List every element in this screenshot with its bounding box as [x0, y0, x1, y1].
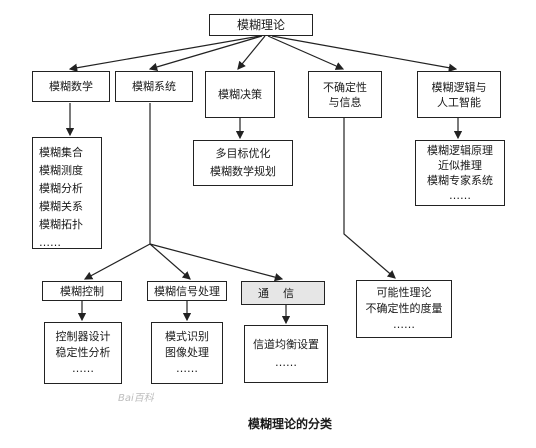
details-fuzzy-control: 控制器设计 稳定性分析 …… [44, 322, 122, 384]
details-fuzzy-decision: 多目标优化 模糊数学规划 [193, 140, 293, 186]
uncertainty-line-2: 与信息 [328, 95, 362, 109]
logic-line-1: 模糊逻辑与 [431, 80, 487, 94]
diagram-caption: 模糊理论的分类 [247, 417, 332, 431]
communication-label: 通信 [258, 286, 308, 300]
control-detail-2: 稳定性分析 [55, 346, 111, 359]
fuzzy-control-label: 模糊控制 [60, 284, 104, 298]
edge-root-system [148, 35, 263, 71]
decision-detail-2: 模糊数学规划 [210, 165, 276, 178]
math-detail-6: …… [39, 236, 61, 249]
details-fuzzy-signal: 模式识别 图像处理 …… [151, 322, 223, 384]
node-fuzzy-decision: 模糊决策 [205, 71, 275, 118]
math-detail-1: 模糊集合 [39, 146, 83, 159]
uncertainty-detail-1: 可能性理论 [376, 286, 432, 299]
details-fuzzy-logic: 模糊逻辑原理 近似推理 模糊专家系统 …… [415, 140, 505, 206]
root-label: 模糊理论 [236, 17, 285, 32]
edge-root-uncertainty [267, 35, 345, 70]
uncertainty-detail-3: …… [393, 318, 415, 331]
edge-system-control [83, 243, 151, 280]
math-detail-2: 模糊测度 [39, 164, 83, 177]
logic-detail-4: …… [449, 189, 471, 202]
math-detail-4: 模糊关系 [39, 200, 83, 213]
node-fuzzy-signal-processing: 模糊信号处理 [147, 281, 227, 301]
edge-root-math [68, 35, 261, 72]
edge-system-signal [149, 243, 191, 280]
uncertainty-line-1: 不确定性 [323, 80, 367, 94]
node-uncertainty-information: 不确定性 与信息 [308, 71, 382, 118]
logic-line-2: 人工智能 [437, 95, 481, 109]
signal-detail-3: …… [176, 362, 198, 375]
logic-detail-1: 模糊逻辑原理 [427, 144, 493, 157]
watermark: Bai百科 [118, 393, 154, 404]
node-fuzzy-system: 模糊系统 [115, 71, 193, 102]
fuzzy-signal-label: 模糊信号处理 [154, 284, 220, 298]
signal-detail-2: 图像处理 [165, 346, 209, 359]
edge-root-decision [237, 35, 266, 70]
fuzzy-system-label: 模糊系统 [132, 80, 176, 93]
decision-detail-1: 多目标优化 [215, 147, 271, 160]
communication-detail-2: …… [275, 356, 297, 369]
node-fuzzy-math: 模糊数学 [32, 71, 110, 102]
edge-uncertainty-details [343, 118, 396, 279]
edge-system-communication [149, 243, 284, 282]
control-detail-3: …… [72, 362, 94, 375]
node-fuzzy-logic-ai: 模糊逻辑与 人工智能 [417, 71, 501, 118]
edge-root-logic [271, 35, 458, 72]
uncertainty-detail-2: 不确定性的度量 [365, 302, 443, 315]
node-fuzzy-control: 模糊控制 [42, 281, 122, 301]
fuzzy-decision-label: 模糊决策 [218, 88, 262, 101]
logic-detail-2: 近似推理 [438, 159, 482, 172]
logic-detail-3: 模糊专家系统 [427, 174, 493, 187]
math-detail-3: 模糊分析 [39, 182, 83, 195]
control-detail-1: 控制器设计 [55, 330, 111, 343]
math-detail-5: 模糊拓扑 [39, 218, 83, 231]
root-node: 模糊理论 [209, 14, 313, 36]
communication-detail-1: 信道均衡设置 [253, 338, 319, 351]
fuzzy-math-label: 模糊数学 [49, 80, 93, 93]
signal-detail-1: 模式识别 [165, 330, 209, 343]
node-communication: 通信 [241, 281, 325, 305]
details-fuzzy-math: 模糊集合 模糊测度 模糊分析 模糊关系 模糊拓扑 …… [32, 137, 102, 249]
details-communication: 信道均衡设置 …… [244, 325, 328, 383]
details-uncertainty: 可能性理论 不确定性的度量 …… [356, 280, 452, 338]
